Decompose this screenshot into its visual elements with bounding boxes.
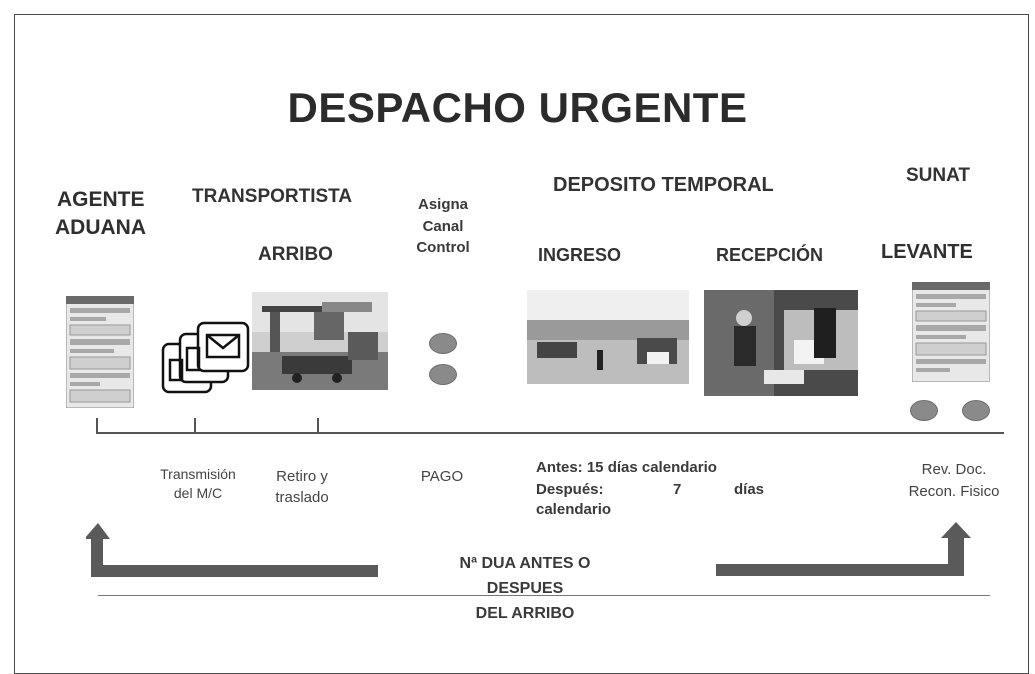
levante-dot-1 — [910, 400, 938, 421]
retiro-label-2: traslado — [275, 489, 329, 506]
despues-cont: calendario — [536, 501, 612, 518]
arribo-label: ARRIBO — [258, 244, 333, 265]
despues-number: 7 — [673, 481, 682, 498]
despues-unit: días — [734, 481, 765, 498]
asigna-label: Asigna — [417, 196, 468, 213]
canal-dot-2 — [429, 364, 457, 385]
pago-label: PAGO — [420, 468, 464, 485]
timeline-tick — [317, 418, 319, 433]
recepcion-label: RECEPCIÓN — [716, 245, 824, 265]
page-title: DESPACHO URGENTE — [287, 84, 748, 131]
document-form-icon-right — [912, 282, 990, 382]
ingreso-label: INGRESO — [538, 245, 622, 265]
rev-doc-label: Rev. Doc. — [921, 461, 987, 478]
levante-dot-2 — [962, 400, 990, 421]
control-label: Control — [416, 239, 470, 256]
envelope-stack-icon — [161, 321, 250, 394]
dua-text-3: DEL ARRIBO — [475, 605, 575, 622]
transmision-label-2: del M/C — [173, 485, 223, 501]
timeline-tick — [96, 418, 98, 433]
dua-text-1: Nª DUA ANTES O — [459, 555, 591, 572]
timeline-line — [96, 432, 1004, 434]
recon-label: Recon. Fisico — [908, 483, 1000, 500]
document-form-icon — [66, 296, 134, 408]
sunat-label: SUNAT — [906, 165, 971, 186]
warehouse-photo — [527, 290, 689, 384]
bottom-line — [98, 595, 990, 596]
right-return-arrow — [716, 522, 971, 576]
canal-dot-1 — [429, 333, 457, 354]
levante-label: LEVANTE — [881, 241, 973, 263]
retiro-label: Retiro y — [276, 468, 328, 485]
antes-label: Antes: 15 días calendario — [536, 459, 717, 476]
left-return-arrow — [86, 523, 378, 577]
despues-label: Después: — [536, 481, 604, 498]
port-crane-photo — [252, 292, 388, 390]
dua-text-2: DESPUES — [486, 580, 564, 597]
transportista-label: TRANSPORTISTA — [192, 186, 353, 207]
deposito-label: DEPOSITO TEMPORAL — [553, 174, 774, 196]
canal-label: Canal — [422, 218, 464, 235]
workers-photo — [704, 290, 858, 396]
timeline-tick — [194, 418, 196, 433]
agente-label: AGENTE — [57, 188, 145, 211]
aduana-label: ADUANA — [55, 216, 146, 239]
transmision-label: Transmisión — [160, 466, 236, 482]
